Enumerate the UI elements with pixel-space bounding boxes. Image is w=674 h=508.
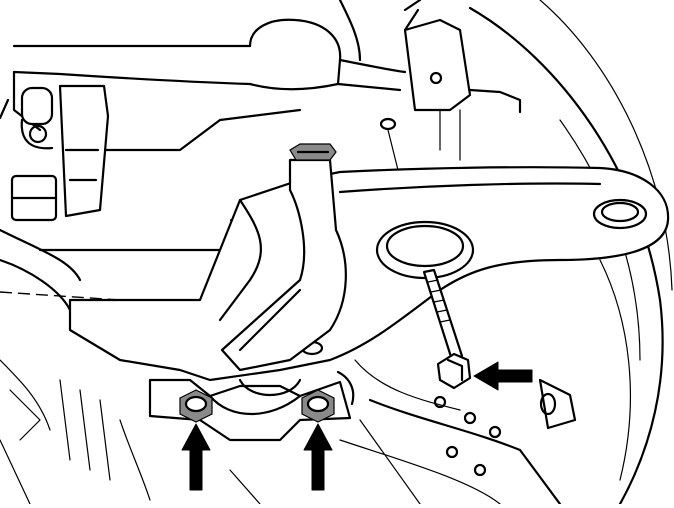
subframe (0, 0, 522, 312)
bracket-bolt-right (301, 389, 335, 423)
pivot-bushing (238, 370, 355, 406)
stabilizer-link (10, 84, 110, 222)
lower-structure (0, 359, 421, 505)
wheel-backing-plate (339, 0, 673, 506)
bracket-bolt-left (179, 389, 213, 423)
long-bolt (422, 268, 472, 390)
arrow-long-bolt (473, 361, 533, 391)
arrow-bracket-bolt-right (303, 423, 333, 491)
control-arm (68, 166, 670, 382)
arrow-bracket-bolt-left (181, 423, 211, 491)
